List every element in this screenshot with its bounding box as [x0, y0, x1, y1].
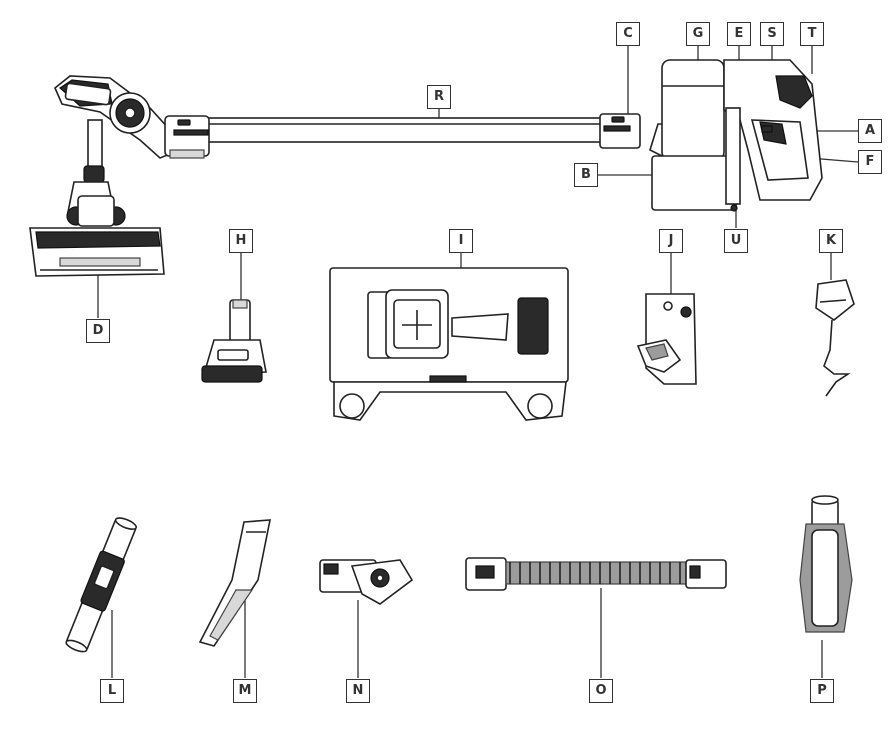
label-e: E: [727, 22, 751, 46]
floor-brush: [29, 181, 165, 277]
label-a: A: [858, 119, 882, 143]
label-b: B: [574, 163, 598, 187]
label-r: R: [427, 85, 451, 109]
nozzle-neck: [54, 75, 210, 183]
wall-mount-base: [329, 267, 569, 421]
adaptor-tube: [65, 517, 138, 653]
label-t: T: [800, 22, 824, 46]
label-g: G: [686, 22, 710, 46]
crevice-tool: [198, 519, 271, 647]
main-unit: [649, 59, 823, 212]
label-n: N: [346, 679, 370, 703]
label-f: F: [858, 150, 882, 174]
mini-turbo-brush: [201, 299, 267, 383]
dusting-brush: [799, 495, 853, 633]
label-d: D: [86, 319, 110, 343]
label-h: H: [229, 229, 253, 253]
accessory-clip: [636, 293, 697, 385]
label-m: M: [233, 679, 257, 703]
charger: [815, 279, 855, 397]
label-s: S: [760, 22, 784, 46]
label-i: I: [449, 229, 473, 253]
label-c: C: [616, 22, 640, 46]
flexible-hose: [465, 557, 727, 591]
label-l: L: [100, 679, 124, 703]
label-u: U: [724, 229, 748, 253]
extension-tube: [199, 113, 641, 149]
label-j: J: [659, 229, 683, 253]
label-p: P: [810, 679, 834, 703]
label-o: O: [589, 679, 613, 703]
label-k: K: [819, 229, 843, 253]
dusting-nozzle: [319, 559, 414, 605]
